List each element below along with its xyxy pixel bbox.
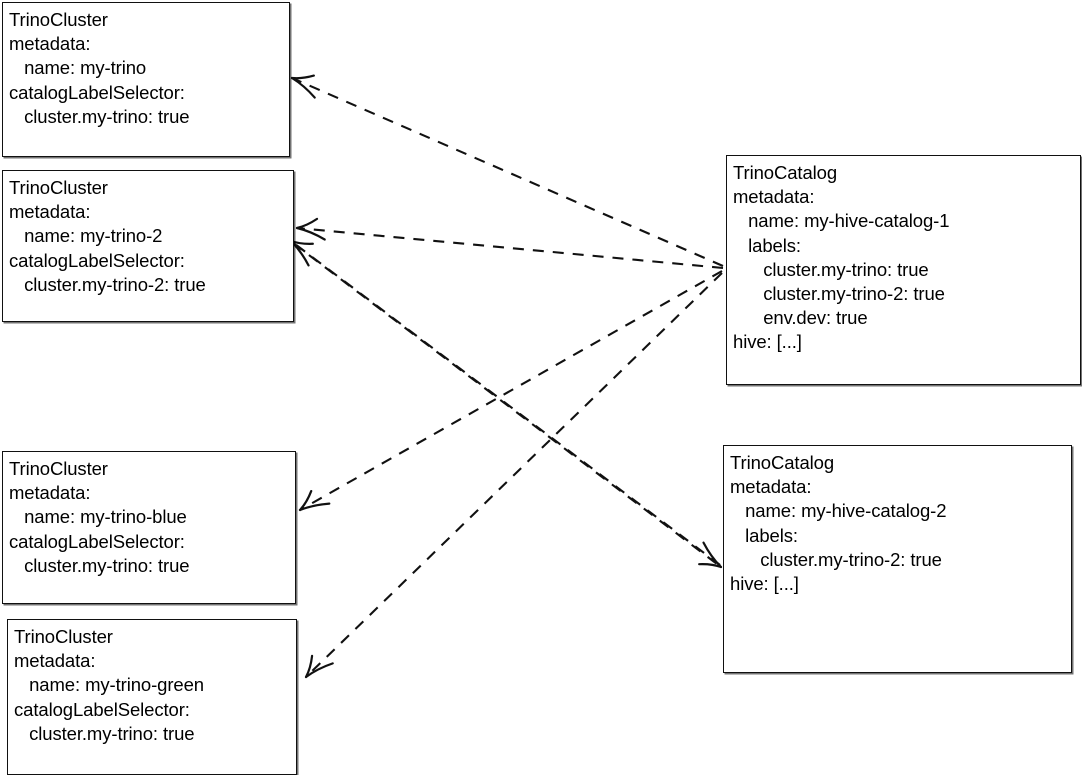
node-text-line: hive: [...] [733,331,802,353]
node-text-line: name: my-hive-catalog-2 [730,500,947,522]
edge-group [289,74,724,679]
node-text-line: catalogLabelSelector: [9,81,185,103]
node-text-line: name: my-trino-2 [9,225,163,247]
node-text-line: name: my-trino [9,57,147,79]
node-text-line: cluster.my-trino: true [9,554,190,576]
node-text-line: name: my-trino-green [14,674,204,696]
node-kind-label: TrinoCluster [9,458,108,479]
node-text-line: cluster.my-trino: true [9,105,190,127]
node-text-line: metadata: [9,482,91,504]
edge-catalog1-to-my-trino-blue [298,270,723,512]
node-text-line: catalogLabelSelector: [14,698,190,720]
edge-catalog1-to-my-trino-green [304,272,723,679]
node-kind-label: TrinoCluster [9,177,108,198]
node-text-line: metadata: [730,476,812,498]
node-text-line: metadata: [9,33,91,55]
node-text-line: labels: [733,234,801,256]
node-kind-label: TrinoCluster [14,626,113,647]
node-text-line: cluster.my-trino: true [14,722,195,744]
node-kind-label: TrinoCatalog [733,162,838,183]
node-cluster-my-trino-blue[interactable]: TrinoCluster metadata: name: my-trino-blu… [2,451,296,604]
node-cluster-my-trino-green[interactable]: TrinoCluster metadata: name: my-trino-gre… [7,619,297,775]
node-text-line: cluster.my-trino: true [733,258,929,280]
node-text-line: hive: [...] [730,573,799,595]
node-text-line: metadata: [14,650,96,672]
node-catalog-my-hive-catalog-1[interactable]: TrinoCatalog metadata: name: my-hive-cata… [726,155,1081,385]
node-kind-label: TrinoCatalog [730,452,835,473]
node-text-line: cluster.my-trino-2: true [9,273,206,295]
node-text-line: metadata: [733,186,815,208]
node-text-line: catalogLabelSelector: [9,249,185,271]
node-text-line: metadata: [9,201,91,223]
node-text-line: env.dev: true [733,307,868,329]
edge-catalog1-to-my-trino-2 [295,217,724,270]
node-catalog-my-hive-catalog-2[interactable]: TrinoCatalog metadata: name: my-hive-cata… [723,445,1072,673]
edge-catalog1-to-my-trino [290,74,724,267]
edge-my-trino-2-to-catalog2 [292,242,723,569]
node-text-line: name: my-trino-blue [9,506,187,528]
node-text-line: catalogLabelSelector: [9,530,185,552]
node-text-line: cluster.my-trino-2: true [730,548,942,570]
edge-catalog2-to-my-trino-2 [289,239,721,566]
node-text-line: name: my-hive-catalog-1 [733,210,950,232]
node-text-line: cluster.my-trino-2: true [733,283,945,305]
node-kind-label: TrinoCluster [9,9,108,30]
node-text-line: labels: [730,524,798,546]
